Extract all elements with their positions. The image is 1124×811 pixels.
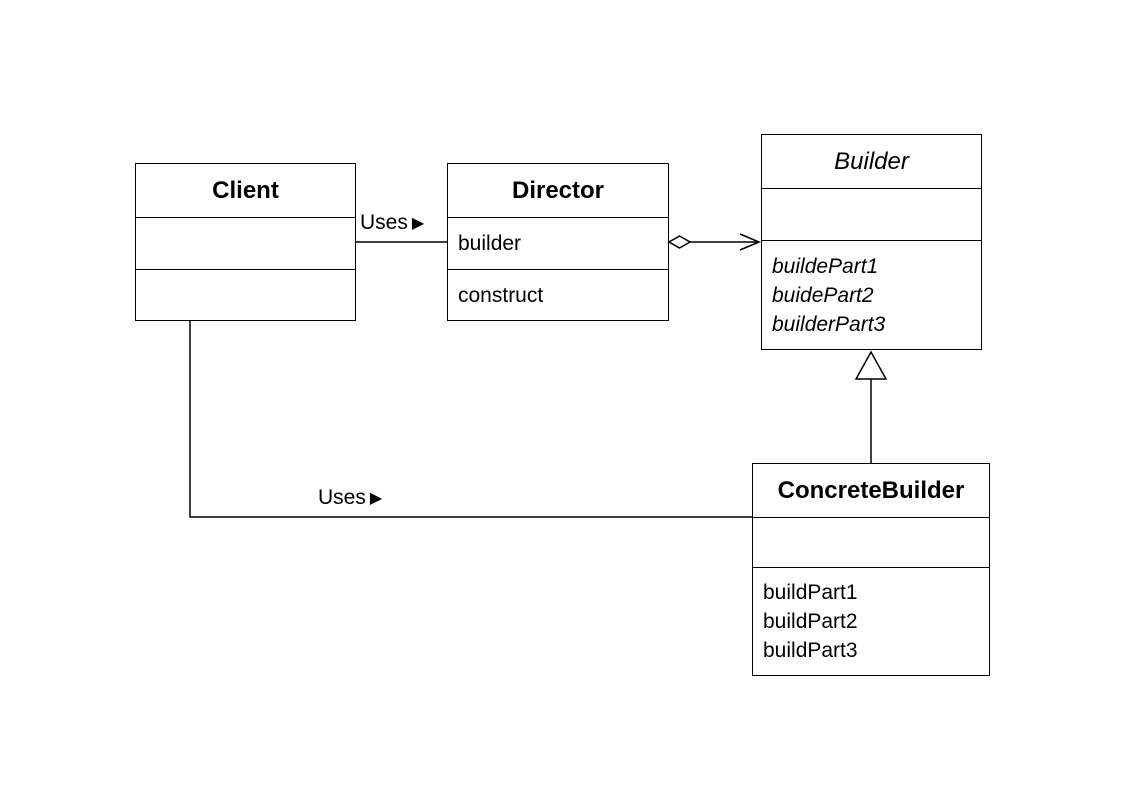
operation: buildPart3	[763, 639, 858, 662]
class-name: Client	[136, 164, 355, 218]
class-operations: buildPart1 buildPart2 buildPart3	[753, 568, 989, 675]
operation: buildPart1	[763, 581, 858, 604]
class-name: Director	[448, 164, 668, 218]
operation: construct	[458, 283, 544, 307]
generalization-triangle-icon	[854, 350, 888, 380]
operation: buildPart2	[763, 610, 858, 633]
class-director[interactable]: Director builder construct	[447, 163, 669, 321]
class-client[interactable]: Client	[135, 163, 356, 321]
open-arrowhead-icon	[739, 233, 761, 251]
class-concrete-builder[interactable]: ConcreteBuilder buildPart1 buildPart2 bu…	[752, 463, 990, 676]
direction-arrow-icon: ▶	[369, 490, 383, 507]
aggregation-diamond-icon	[667, 235, 692, 249]
class-name: ConcreteBuilder	[753, 464, 989, 518]
operation: buidePart2	[772, 283, 874, 307]
class-attributes	[762, 189, 981, 241]
operation: builderPart3	[772, 312, 886, 336]
association-label-client-concrete: Uses ▶	[318, 486, 382, 510]
association-label-client-director: Uses ▶	[360, 211, 424, 235]
class-builder[interactable]: Builder buildePart1 buidePart2 builderPa…	[761, 134, 982, 350]
class-attributes	[136, 218, 355, 270]
label-text: Uses	[360, 211, 408, 234]
class-attributes: builder	[448, 218, 668, 270]
attribute: builder	[458, 231, 522, 255]
class-name: Builder	[762, 135, 981, 189]
direction-arrow-icon: ▶	[411, 215, 425, 232]
class-operations: construct	[448, 270, 668, 320]
association-line-client-concrete	[189, 321, 752, 518]
label-text: Uses	[318, 486, 366, 509]
operation: buildePart1	[772, 254, 879, 278]
class-attributes	[753, 518, 989, 568]
class-operations	[136, 270, 355, 320]
class-operations: buildePart1 buidePart2 builderPart3	[762, 241, 981, 349]
